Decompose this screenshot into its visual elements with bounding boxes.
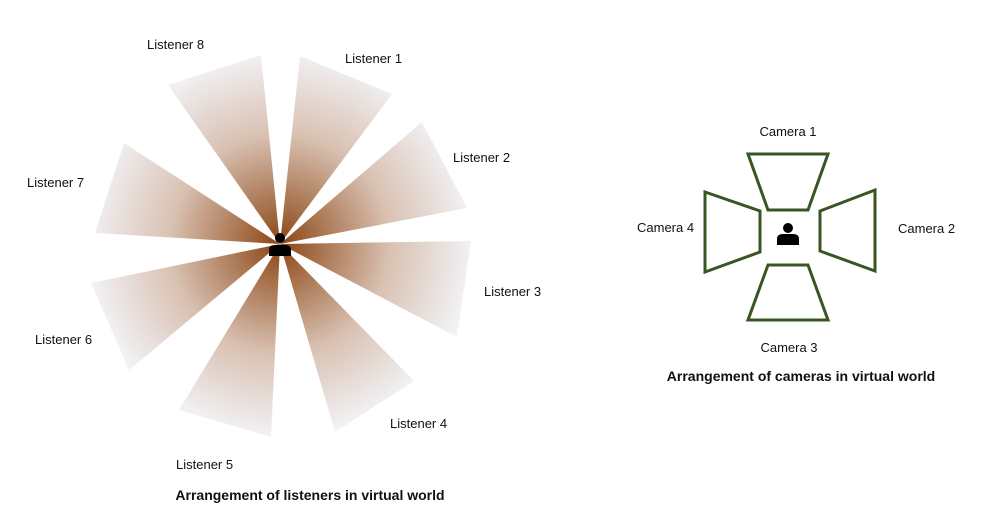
camera-frustum-2 (818, 187, 877, 274)
camera-frustum-3 (745, 263, 831, 322)
listener-label-1: Listener 1 (345, 51, 402, 66)
listener-wedge-6 (91, 244, 280, 370)
listener-label-6: Listener 6 (35, 332, 92, 347)
listener-wedge-7 (95, 143, 280, 244)
person-icon (269, 233, 291, 256)
cameras-caption: Arrangement of cameras in virtual world (667, 368, 935, 384)
listener-wedge-4 (280, 244, 414, 432)
listener-wedge-5 (179, 244, 280, 437)
listener-label-2: Listener 2 (453, 150, 510, 165)
listener-label-3: Listener 3 (484, 284, 541, 299)
listeners-caption: Arrangement of listeners in virtual worl… (175, 487, 444, 503)
listener-wedge-8 (168, 55, 280, 244)
listener-label-7: Listener 7 (27, 175, 84, 190)
listener-wedge-2 (280, 122, 467, 244)
listener-label-8: Listener 8 (147, 37, 204, 52)
camera-label-1: Camera 1 (759, 124, 816, 139)
camera-label-3: Camera 3 (760, 340, 817, 355)
listener-wedges (91, 55, 471, 437)
camera-frustums (703, 152, 877, 322)
person-icon (777, 223, 799, 245)
camera-frustum-4 (703, 189, 762, 275)
listener-wedge-3 (280, 241, 471, 337)
camera-frustum-1 (745, 152, 831, 212)
listener-label-5: Listener 5 (176, 457, 233, 472)
listener-wedge-1 (280, 56, 392, 244)
camera-label-2: Camera 2 (898, 221, 955, 236)
listener-label-4: Listener 4 (390, 416, 447, 431)
camera-label-4: Camera 4 (637, 220, 694, 235)
